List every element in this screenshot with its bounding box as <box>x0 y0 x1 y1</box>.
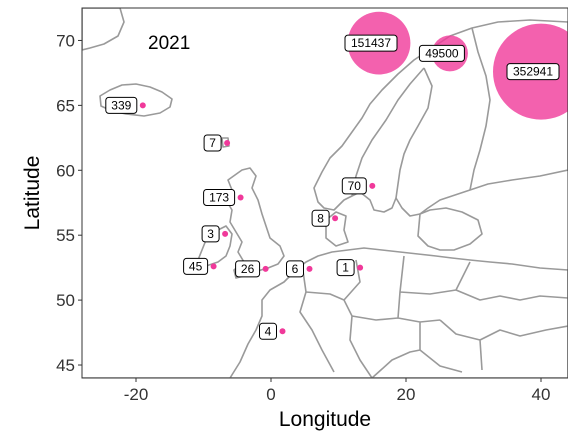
data-point-8 <box>332 215 339 222</box>
y-axis-title: Latitude <box>21 156 44 231</box>
data-point-2 <box>237 194 244 201</box>
data-label-box-4 <box>183 257 209 275</box>
data-label-box-1 <box>203 134 222 152</box>
y-tick-label-1: 50 <box>56 291 75 310</box>
data-label-text-12: 49500 <box>425 46 459 60</box>
denmark-outline <box>325 211 349 247</box>
data-label-text-9: 70 <box>348 179 362 193</box>
data-point-1 <box>224 140 231 146</box>
data-label-text-8: 8 <box>317 211 324 225</box>
x-tick-label-0: -20 <box>124 385 149 404</box>
data-label-0: 339 <box>105 96 138 114</box>
data-label-1: 7 <box>203 134 222 152</box>
data-label-10: 4 <box>259 322 277 340</box>
data-label-box-10 <box>259 322 277 340</box>
sweden-norway-border <box>351 67 425 197</box>
baltic-outline <box>417 207 483 251</box>
data-point-0 <box>139 102 146 109</box>
data-label-13: 352941 <box>506 63 560 81</box>
data-label-box-2 <box>203 189 236 206</box>
data-label-box-9 <box>341 177 367 195</box>
data-point-5 <box>262 265 269 272</box>
finland-russia-border <box>469 27 491 191</box>
data-label-box-5 <box>235 260 261 278</box>
x-axis-title: Longitude <box>279 408 371 431</box>
x-tick-label-3: 40 <box>532 385 551 404</box>
data-label-7: 1 <box>336 259 355 277</box>
data-label-4: 45 <box>183 257 209 275</box>
y-tick-label-0: 45 <box>56 356 75 375</box>
data-label-6: 6 <box>286 260 304 278</box>
data-label-box-3 <box>201 225 220 243</box>
year-annotation: 2021 <box>148 33 190 54</box>
data-point-7 <box>357 264 364 271</box>
country-borders <box>299 255 568 378</box>
data-point-6 <box>306 265 313 272</box>
data-label-text-3: 3 <box>207 227 214 241</box>
greenland-outline <box>82 8 125 51</box>
label-layer: 339 7 173 3 45 26 6 1 8 70 4 151437 49500 352941 <box>105 34 560 340</box>
continental-europe-outline <box>82 247 568 378</box>
data-point-4 <box>210 263 217 270</box>
data-label-box-12 <box>418 44 465 62</box>
data-label-2: 173 <box>203 189 236 206</box>
data-label-text-0: 339 <box>111 98 131 112</box>
data-label-text-5: 26 <box>241 262 255 276</box>
data-label-9: 70 <box>341 177 367 195</box>
sweden-finland-border <box>395 67 433 199</box>
data-label-text-10: 4 <box>265 324 272 338</box>
data-label-box-11 <box>344 34 398 52</box>
data-point-10 <box>279 328 286 335</box>
data-label-box-13 <box>506 63 560 81</box>
data-label-text-13: 352941 <box>513 65 553 79</box>
data-point-3 <box>222 230 229 237</box>
data-label-text-7: 1 <box>342 261 349 275</box>
data-label-box-7 <box>336 259 355 277</box>
y-tick-label-4: 65 <box>56 96 75 115</box>
data-label-8: 8 <box>311 209 330 227</box>
data-label-text-1: 7 <box>209 136 216 150</box>
y-tick-label-5: 70 <box>56 31 75 50</box>
data-label-text-4: 45 <box>189 259 203 273</box>
y-tick-label-3: 60 <box>56 161 75 180</box>
data-label-5: 26 <box>235 260 261 278</box>
data-label-text-11: 151437 <box>351 36 391 50</box>
data-label-box-0 <box>105 96 138 114</box>
data-label-box-8 <box>311 209 330 227</box>
x-tick-label-1: 0 <box>266 385 275 404</box>
x-tick-label-2: 20 <box>397 385 416 404</box>
data-label-text-2: 173 <box>209 191 229 205</box>
data-label-3: 3 <box>201 225 220 243</box>
data-label-12: 49500 <box>418 44 465 62</box>
data-label-text-6: 6 <box>292 262 299 276</box>
data-point-9 <box>369 182 376 189</box>
data-label-11: 151437 <box>344 34 398 52</box>
axes: -20 0 20 40 45 50 55 60 65 70 <box>56 31 550 404</box>
panel-border <box>81 7 568 379</box>
y-tick-label-2: 55 <box>56 226 75 245</box>
data-label-box-6 <box>286 260 304 278</box>
